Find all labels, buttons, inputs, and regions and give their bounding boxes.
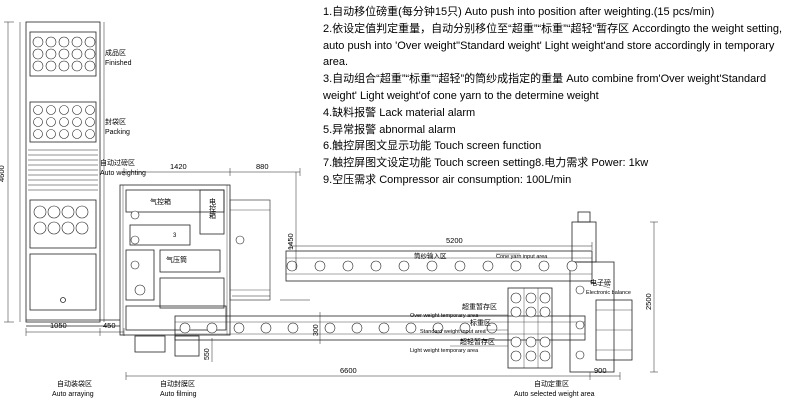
finished-en-label: Finished xyxy=(105,60,132,67)
auto-arraying-en-label: Auto arraying xyxy=(52,391,94,398)
standard-weight-en-label: Standard weight input area xyxy=(420,329,487,335)
dim-1450: 1450 xyxy=(286,233,295,250)
packing-rack xyxy=(29,101,97,143)
auto-selected-cn-label: 自动定重区 xyxy=(534,379,569,388)
electric-control-box-label: 电控箱 xyxy=(209,197,217,220)
selected-weight-area xyxy=(507,287,553,369)
note-2: 2.依设定值判定重量，自动分别移位至“超重”“标重”“超轻”暂存区 Accord… xyxy=(323,22,783,69)
note-5: 5.异常报警 abnormal alarm xyxy=(323,123,456,136)
air-control-box-label: 气控箱 xyxy=(150,197,171,206)
note-7: 7.触控屏图文设定功能 Touch screen setting8.电力需求 P… xyxy=(323,157,649,170)
dim-880: 880 xyxy=(256,162,269,171)
dim-900: 900 xyxy=(594,366,607,375)
packing-cone-grid xyxy=(33,105,95,139)
electronic-balance-cn-label: 电子磅 xyxy=(590,278,611,287)
feature-notes: 1.自动移位磅重(每分钟15只) Auto push into position… xyxy=(323,4,797,189)
marker-3: 3 xyxy=(173,233,177,239)
air-cylinder xyxy=(159,249,221,273)
electronic-balance-en-label: Electronic balance xyxy=(586,290,631,296)
cone-yarn-input-en-label: Cone yarn input area xyxy=(496,254,548,260)
electric-control-box xyxy=(199,189,225,235)
input-conveyor-rollers xyxy=(286,260,578,272)
note-9: 9.空压需求 Compressor air consumption: 100L/… xyxy=(323,173,572,186)
note-1: 1.自动移位磅重(每分钟15只) Auto push into position… xyxy=(323,6,715,18)
electronic-balance-station xyxy=(569,261,615,373)
dim-1050: 1050 xyxy=(50,321,67,330)
auto-weighting-en-label: Auto weighting xyxy=(100,170,146,177)
over-weight-en-label: Over weight temporary area xyxy=(410,313,479,319)
auto-selected-en-label: Auto selected weight area xyxy=(514,391,595,398)
air-cylinder-label: 气压筒 xyxy=(166,255,187,264)
over-weight-cn-label: 超重暂存区 xyxy=(462,302,497,311)
light-weight-cn-label: 超轻暂存区 xyxy=(460,337,495,346)
dim-1420: 1420 xyxy=(170,162,187,171)
cone-yarn-input-conveyor xyxy=(285,250,593,282)
packing-en-label: Packing xyxy=(105,129,130,136)
dim-300: 300 xyxy=(313,324,320,336)
cone-yarn-input-cn-label: 筒纱输入区 xyxy=(414,251,447,260)
tower-ladder xyxy=(28,149,98,191)
bag-box xyxy=(29,253,97,311)
auto-arraying-cn-label: 自动装袋区 xyxy=(57,379,92,388)
label-leaders xyxy=(450,253,611,347)
selected-area-rollers xyxy=(510,285,585,362)
dim-450: 450 xyxy=(103,321,116,330)
auto-weighting-cn-label: 自动过磅区 xyxy=(100,158,135,167)
auto-filming-cn-label: 自动封膜区 xyxy=(160,379,195,388)
dim-5200: 5200 xyxy=(446,236,463,245)
packing-cn-label: 封袋区 xyxy=(105,117,126,126)
weighing-rollers xyxy=(130,210,245,296)
finished-cone-grid xyxy=(32,36,96,72)
arraying-box xyxy=(29,199,97,249)
note-3: 3.自动组合“超重”“标重”“超轻”的筒纱成指定的重量 Auto combine… xyxy=(323,73,767,102)
dim-550: 550 xyxy=(204,348,211,360)
auto-filming-en-label: Auto filming xyxy=(160,391,197,398)
arraying-cone-grid xyxy=(33,205,89,235)
temporary-conveyor-rollers xyxy=(179,322,498,334)
dim-2500: 2500 xyxy=(644,293,653,310)
light-weight-en-label: Light weight temporary area xyxy=(410,348,479,354)
dim-6600: 6600 xyxy=(340,366,357,375)
temporary-area-conveyor xyxy=(174,315,586,341)
dim-4600: 4600 xyxy=(0,165,6,182)
finished-cn-label: 成品区 xyxy=(105,48,126,57)
finished-rack xyxy=(29,31,97,77)
standard-weight-cn-label: 标重区 xyxy=(470,318,491,327)
note-6: 6.触控屏图文显示功能 Touch screen function xyxy=(323,140,542,153)
note-4: 4.缺料报警 Lack material alarm xyxy=(323,106,476,119)
dimension-lines xyxy=(4,21,658,380)
storage-tower-frame xyxy=(25,21,101,323)
